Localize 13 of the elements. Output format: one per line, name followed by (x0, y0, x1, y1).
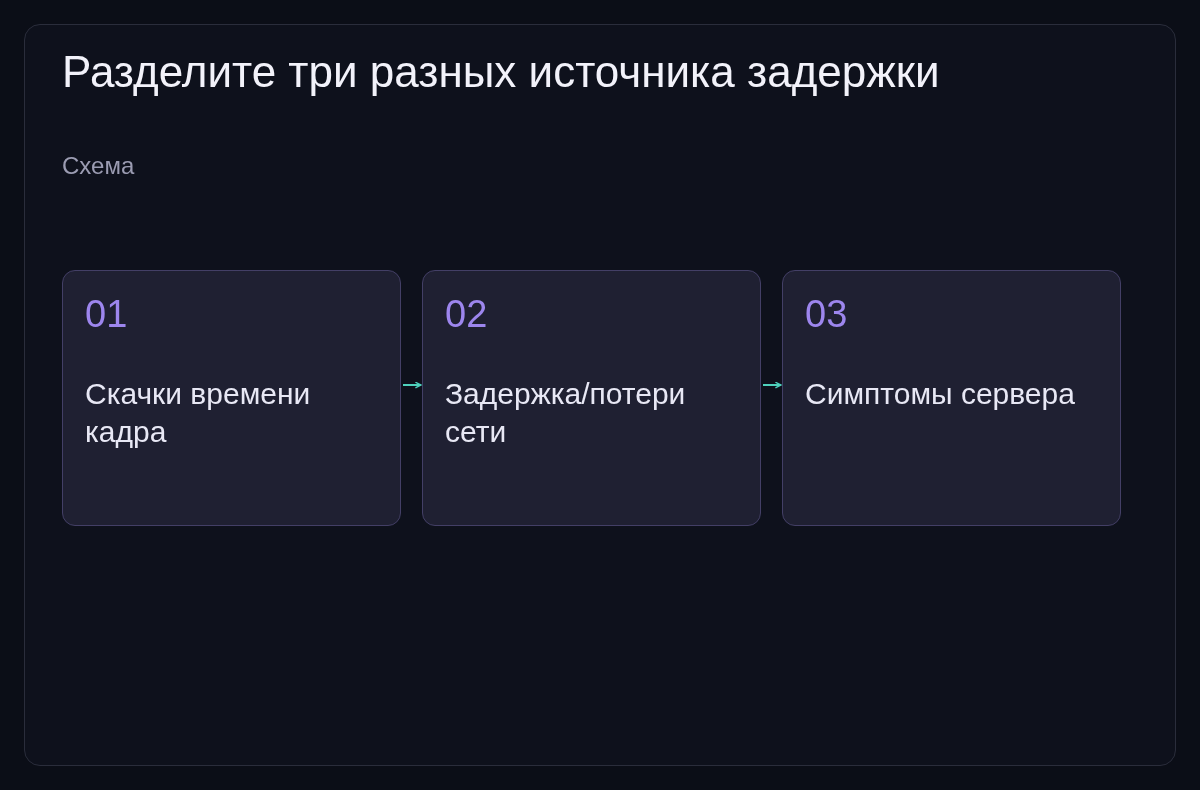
step-label: Скачки времени кадра (85, 376, 312, 450)
step-number: 02 (445, 294, 488, 336)
subtitle: Схема (62, 152, 135, 181)
step-number: 03 (805, 294, 848, 336)
step-label: Симптомы сервера (805, 376, 1076, 412)
step-label: Задержка/потери сети (445, 376, 687, 450)
arrow (402, 381, 422, 389)
step-number: 01 (85, 294, 128, 336)
step-card (422, 270, 761, 526)
step-card (62, 270, 401, 526)
diagram-title: Разделите три разных источника задержки (62, 46, 940, 98)
step-card (782, 270, 1121, 526)
arrow (762, 381, 782, 389)
